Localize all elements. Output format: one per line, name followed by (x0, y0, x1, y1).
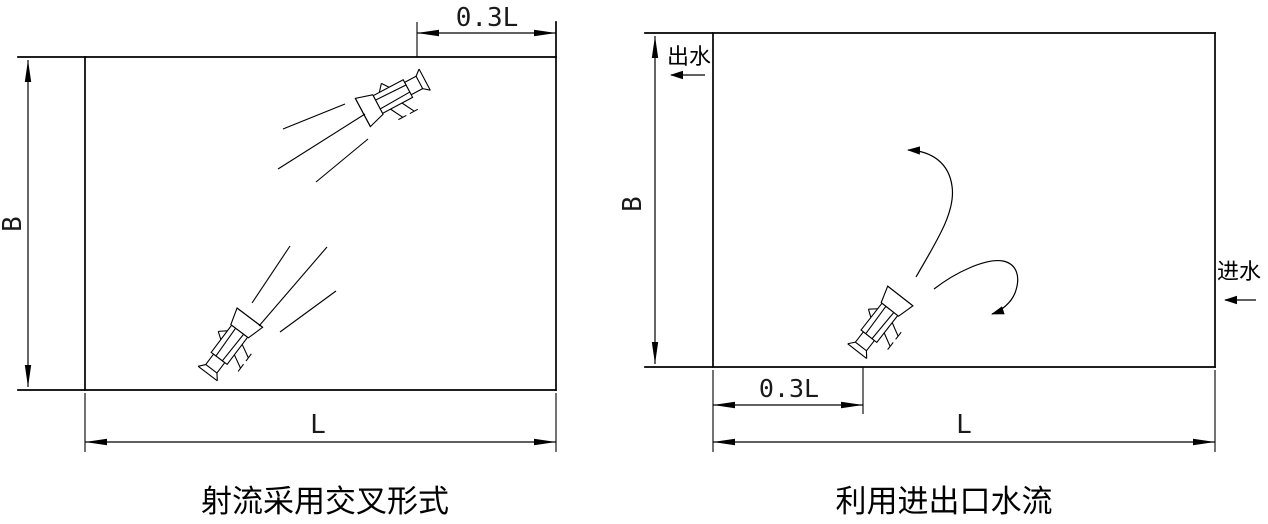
inlet-label: 进水 (1217, 259, 1261, 284)
left-l-dimension: L (84, 393, 557, 452)
lower-jet-lines (251, 245, 337, 333)
left-offset-label: 0.3L (456, 3, 519, 33)
right-offset-label: 0.3L (759, 374, 819, 403)
left-panel: B 0.3L L 射流采用交叉形式 (0, 3, 557, 520)
inlet-annotation: 进水 (1217, 259, 1261, 305)
large-flow-arrow-icon (907, 146, 954, 278)
outlet-annotation: 出水 (667, 44, 711, 80)
left-b-dimension: B (0, 60, 32, 387)
jet-mixer-icon (354, 64, 437, 134)
left-b-label: B (0, 216, 28, 232)
left-caption: 射流采用交叉形式 (201, 484, 449, 520)
right-l-dimension: L (712, 370, 1216, 452)
left-l-label: L (310, 410, 326, 440)
right-panel: B 出水 进水 0.3L L (618, 32, 1261, 520)
outlet-label: 出水 (667, 44, 711, 69)
left-tank-outline (17, 21, 557, 391)
jet-mixer-icon (843, 284, 919, 366)
left-offset-dimension: 0.3L (416, 3, 556, 57)
circulation-arrows (907, 146, 1019, 315)
right-tank-outline (644, 32, 1216, 368)
right-b-dimension: B (618, 36, 659, 364)
right-offset-dimension: 0.3L (713, 367, 864, 414)
right-b-label: B (618, 196, 648, 212)
small-flow-arrow-icon (933, 260, 1019, 315)
right-l-label: L (956, 410, 972, 440)
jet-mixer-icon (193, 306, 269, 388)
upper-jet-lines (277, 103, 369, 183)
right-caption: 利用进出口水流 (836, 484, 1053, 520)
